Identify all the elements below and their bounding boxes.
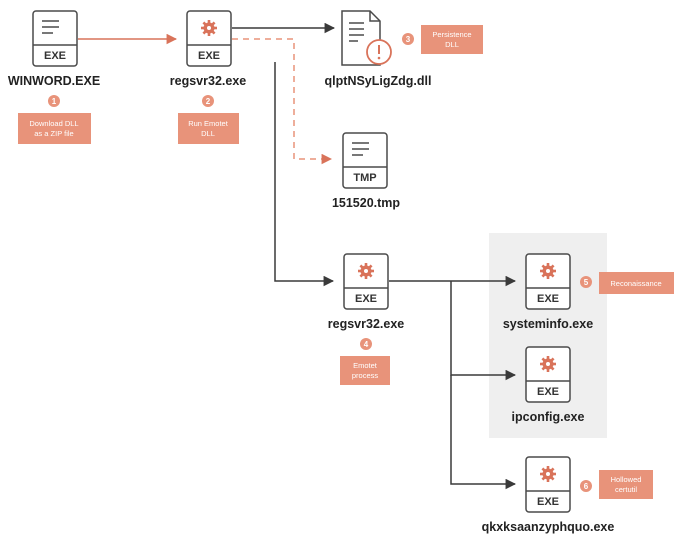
edge-regsvr-to-regsvr-b [274, 62, 335, 287]
step-number-badge [580, 480, 592, 492]
step-note-line-2: DLL [201, 129, 215, 138]
file-type-badge: EXE [537, 386, 559, 398]
file-type-badge: EXE [537, 496, 559, 508]
edge-to-qkx [450, 375, 517, 490]
step-number: 5 [584, 278, 589, 287]
node-label-qkx: qkxksaanzyphquo.exe [482, 520, 615, 534]
text-lines-icon [352, 142, 369, 156]
node-label-tmp: 151520.tmp [332, 196, 400, 210]
node-label-winword: WINWORD.EXE [8, 74, 100, 88]
step-number: 4 [364, 340, 369, 349]
step-6: 6 Hollowed certutil [580, 470, 653, 499]
step-note-line-2: process [352, 371, 379, 380]
file-node-qkx: EXE [525, 456, 571, 513]
step-note-line-1: Run Emotet [188, 119, 229, 128]
step-note-line-1: Download DLL [29, 119, 78, 128]
node-label-ipconfig: ipconfig.exe [512, 410, 585, 424]
step-note-line-2: certutil [615, 485, 637, 494]
gear-icon [540, 466, 556, 482]
gear-icon [358, 263, 374, 279]
edge-regsvr-to-tmp [232, 38, 333, 165]
step-note [421, 25, 483, 54]
step-number: 3 [406, 35, 411, 44]
step-number: 2 [206, 97, 211, 106]
file-type-badge: TMP [353, 172, 376, 184]
step-note [599, 272, 674, 294]
step-number-badge [48, 95, 60, 107]
step-note-line-2: as a ZIP file [34, 129, 73, 138]
step-note-line-1: Hollowed [611, 475, 642, 484]
step-2: 2 Run Emotet DLL [178, 95, 239, 144]
gear-icon [201, 20, 217, 36]
step-number-badge [202, 95, 214, 107]
step-number-badge [360, 338, 372, 350]
step-4: 4 Emotet process [340, 338, 390, 385]
step-note-line-1: Reconaissance [610, 279, 661, 288]
file-node-regsvr32-top: EXE [186, 10, 232, 67]
node-label-regsvr32-top: regsvr32.exe [170, 74, 247, 88]
step-note [340, 356, 390, 385]
step-note [599, 470, 653, 499]
file-type-badge: EXE [44, 50, 66, 62]
step-number-badge [580, 276, 592, 288]
step-1: 1 Download DLL as a ZIP file [18, 95, 91, 144]
file-type-badge: EXE [537, 293, 559, 305]
node-label-systeminfo: systeminfo.exe [503, 317, 593, 331]
step-note-line-2: DLL [445, 40, 459, 49]
step-5: 5 Reconaissance [580, 272, 674, 294]
text-lines-icon [42, 20, 59, 34]
gear-icon [540, 356, 556, 372]
file-node-systeminfo: EXE [525, 253, 571, 310]
node-label-dll: qlptNSyLigZdg.dll [325, 74, 432, 88]
node-label-regsvr32-child: regsvr32.exe [328, 317, 405, 331]
step-note-line-1: Persistence [432, 30, 471, 39]
step-note-line-1: Emotet [353, 361, 378, 370]
file-type-badge: EXE [198, 50, 220, 62]
file-type-badge: EXE [355, 293, 377, 305]
step-number-badge [402, 33, 414, 45]
file-node-winword: EXE [32, 10, 78, 67]
step-note [178, 113, 239, 144]
step-number: 6 [584, 482, 589, 491]
gear-icon [540, 263, 556, 279]
step-3: 3 Persistence DLL [402, 25, 483, 54]
file-node-regsvr32-child: EXE [343, 253, 389, 310]
step-note [18, 113, 91, 144]
file-node-dll [341, 10, 392, 66]
connectors [78, 22, 517, 490]
file-node-ipconfig: EXE [525, 346, 571, 403]
step-number: 1 [52, 97, 57, 106]
file-node-tmp: TMP [342, 132, 388, 189]
